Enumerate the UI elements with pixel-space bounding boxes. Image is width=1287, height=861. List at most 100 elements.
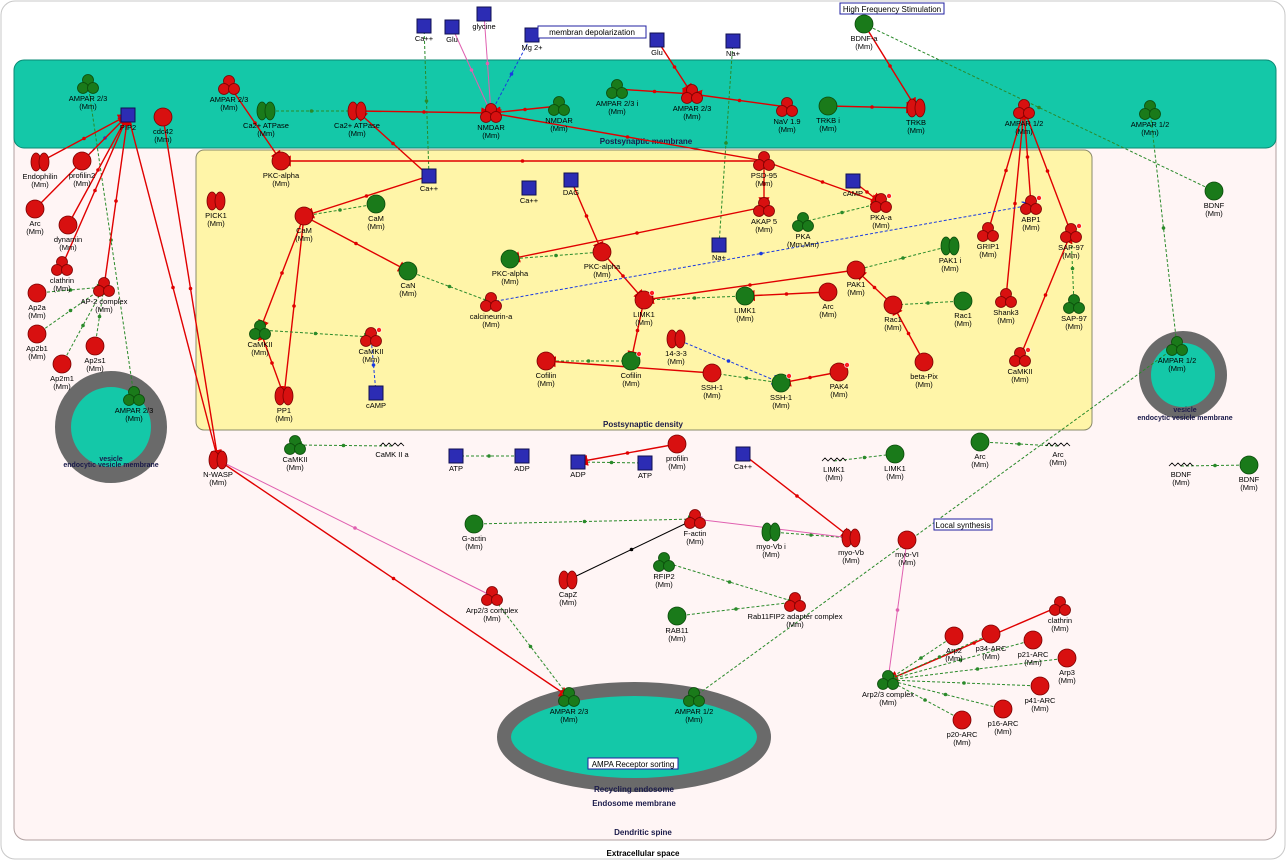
node-ampar23-r2[interactable]: AMPAR 2/3(Mm) xyxy=(673,84,712,122)
node-clathrin-r[interactable]: clathrin(Mm) xyxy=(1048,596,1072,634)
node-sap97-g[interactable]: SAP-97(Mm) xyxy=(1061,294,1087,332)
node-bdnf-mrna[interactable]: BDNF(Mm) xyxy=(1168,462,1194,487)
node-ssh1-r[interactable]: SSH-1(Mm) xyxy=(701,363,723,400)
node-camp2[interactable]: cAMP xyxy=(366,385,386,410)
node-p41arc[interactable]: p41-ARC(Mm) xyxy=(1025,676,1056,713)
node-adp2[interactable]: ADP xyxy=(570,454,586,479)
node-ca-psd[interactable]: Ca++ xyxy=(420,168,439,193)
node-glu2[interactable]: Glu xyxy=(649,32,665,57)
node-cdc42[interactable]: cdc42(Mm) xyxy=(153,107,173,144)
node-rab11[interactable]: RAB11(Mm) xyxy=(665,606,689,643)
node-ampar12-end[interactable]: AMPAR 1/2(Mm) xyxy=(675,687,714,725)
ampa-receptor-sorting-box[interactable]: AMPA Receptor sorting xyxy=(587,757,679,770)
node-nmdar-g[interactable]: NMDAR(Mm) xyxy=(545,96,573,134)
node-limk1-g[interactable]: LIMK1(Mm) xyxy=(734,286,756,323)
node-ampar12-g[interactable]: AMPAR 1/2(Mm) xyxy=(1131,100,1170,138)
node-ampar23-ves[interactable]: AMPAR 2/3(Mm) xyxy=(115,386,154,424)
node-adp1[interactable]: ADP xyxy=(514,448,530,473)
node-glycine[interactable]: glycine xyxy=(472,6,496,31)
node-atp1[interactable]: ATP xyxy=(448,448,464,473)
node-gactin[interactable]: G-actin(Mm) xyxy=(462,514,486,551)
membran-depolarization-box[interactable]: membran depolarization xyxy=(537,25,647,39)
node-pp1[interactable]: PP1(Mm) xyxy=(274,386,294,423)
node-can[interactable]: CaN(Mm) xyxy=(398,261,418,298)
node-ampar23-m[interactable]: AMPAR 2/3(Mm) xyxy=(69,74,108,112)
node-ampar23-end[interactable]: AMPAR 2/3(Mm) xyxy=(550,687,589,725)
node-ap2a[interactable]: Ap2a(Mm) xyxy=(27,283,47,320)
node-arp2[interactable]: Arp2(Mm) xyxy=(944,626,964,663)
node-limk1-r[interactable]: LIMK1(Mm) xyxy=(633,290,655,328)
node-dag[interactable]: DAG xyxy=(563,172,579,197)
node-arc-psd[interactable]: Arc(Mm) xyxy=(818,282,838,319)
node-pkca-r[interactable]: PKC-alpha(Mm) xyxy=(584,242,621,279)
node-myovi[interactable]: myo-VI(Mm) xyxy=(895,530,919,567)
node-pka[interactable]: PKA(Mm,Mm) xyxy=(787,212,820,250)
node-pip2[interactable]: PIP2 xyxy=(120,107,136,132)
node-pak4[interactable]: PAK4(Mm) xyxy=(829,362,850,400)
node-bdnf-r[interactable]: BDNF(Mm) xyxy=(1204,181,1225,218)
node-pick1[interactable]: PICK1(Mm) xyxy=(205,191,227,228)
node-arc-cyt[interactable]: Arc(Mm) xyxy=(970,432,990,469)
node-trkbi[interactable]: TRKB i(Mm) xyxy=(816,96,840,133)
node-akap5[interactable]: AKAP 5(Mm) xyxy=(751,197,777,235)
node-ap2complex[interactable]: AP-2 complex(Mm) xyxy=(81,277,128,315)
node-pkc-mem[interactable]: PKC-alpha(Mm) xyxy=(263,151,300,188)
node-camp1[interactable]: cAMP xyxy=(843,173,863,198)
node-grip1[interactable]: GRIP1(Mm) xyxy=(977,222,1000,260)
node-glu1[interactable]: Glu xyxy=(444,19,460,44)
node-nav19[interactable]: NaV 1.9(Mm) xyxy=(773,97,801,135)
node-camkii-g[interactable]: CaMKII(Mm) xyxy=(247,320,273,358)
node-arp23-r[interactable]: Arp2/3 complex(Mm) xyxy=(466,586,518,624)
node-nmdar-r[interactable]: NMDAR(Mm) xyxy=(477,103,505,141)
node-limk1-mrna[interactable]: LIMK1(Mm) xyxy=(821,457,847,482)
node-atp2[interactable]: ATP xyxy=(637,455,653,480)
node-cofilin-g[interactable]: Cofilin(Mm) xyxy=(621,351,642,389)
node-arp3[interactable]: Arp3(Mm) xyxy=(1057,648,1077,685)
node-ampar12-ves[interactable]: AMPAR 1/2(Mm) xyxy=(1158,336,1197,374)
node-dynamin[interactable]: dynamin(Mm) xyxy=(54,215,82,252)
node-ssh1-g[interactable]: SSH-1(Mm) xyxy=(770,373,792,411)
node-rac1-r[interactable]: Rac1(Mm) xyxy=(883,295,903,332)
node-ca-cyt[interactable]: Ca++ xyxy=(734,446,753,471)
node-ca2atp[interactable]: Ca2+ ATPase(Mm) xyxy=(334,101,380,138)
node-camkii-a[interactable]: CaMK II a xyxy=(375,442,410,459)
node-ca2atp-i[interactable]: Ca2+ ATPase(Mm) xyxy=(243,101,289,138)
node-shank3[interactable]: Shank3(Mm) xyxy=(993,288,1019,326)
node-ca-psd2[interactable]: Ca++ xyxy=(520,180,539,205)
node-ampar23-r[interactable]: AMPAR 2/3(Mm) xyxy=(210,75,249,113)
high-frequency-stimulation-box[interactable]: High Frequency Stimulation xyxy=(839,2,945,15)
node-p20arc[interactable]: p20-ARC(Mm) xyxy=(947,710,978,747)
node-pkca-g[interactable]: PKC-alpha(Mm) xyxy=(492,249,529,286)
node-calcineurin[interactable]: calcineurin-a(Mm) xyxy=(470,292,513,330)
node-na-psd[interactable]: Na+ xyxy=(711,237,727,262)
node-limk1-cyt[interactable]: LIMK1(Mm) xyxy=(884,444,906,481)
node-clathrin-l[interactable]: clathrin(Mm) xyxy=(50,256,74,294)
node-ap2s1[interactable]: Ap2s1(Mm) xyxy=(84,336,106,373)
node-rab11fip2[interactable]: Rab11FIP2 adapter complex(Mm) xyxy=(748,592,843,630)
node-ap2b1[interactable]: Ap2b1(Mm) xyxy=(26,324,48,361)
node-arc-mrna[interactable]: Arc(Mm) xyxy=(1045,442,1071,467)
node-ca-top[interactable]: Ca++ xyxy=(415,18,434,43)
node-ampar12-r[interactable]: AMPAR 1/2(Mm) xyxy=(1005,99,1044,137)
node-na-top[interactable]: Na+ xyxy=(725,33,741,58)
node-camkii-cyt[interactable]: CaMKII(Mm) xyxy=(282,435,308,473)
node-pak1[interactable]: PAK1(Mm) xyxy=(846,260,866,297)
node-trkb[interactable]: TRKB(Mm) xyxy=(906,98,926,135)
node-ap2m1[interactable]: Ap2m1(Mm) xyxy=(50,354,74,391)
node-arp23-g[interactable]: Arp2/3 complex(Mm) xyxy=(862,670,914,708)
node-myovb[interactable]: myo-Vb(Mm) xyxy=(838,528,864,565)
node-psd95[interactable]: PSD-95(Mm) xyxy=(751,151,777,189)
node-nwasp[interactable]: N-WASP(Mm) xyxy=(203,450,233,487)
local-synthesis-box[interactable]: Local synthesis xyxy=(933,518,993,531)
node-camkii-r2[interactable]: CaMKII(Mm) xyxy=(1007,347,1033,385)
node-cam-r[interactable]: CaM(Mm) xyxy=(294,206,314,243)
node-betapix[interactable]: beta-Pix(Mm) xyxy=(910,352,938,389)
node-pka-a[interactable]: PKA-a(Mm) xyxy=(870,193,893,231)
node-ampar23i[interactable]: AMPAR 2/3 i(Mm) xyxy=(596,79,639,117)
node-myovbi[interactable]: myo-Vb i(Mm) xyxy=(756,522,786,559)
node-sap97-r[interactable]: SAP-97(Mm) xyxy=(1058,223,1084,261)
node-p34arc[interactable]: p34-ARC(Mm) xyxy=(976,624,1007,661)
node-rac1-g[interactable]: Rac1(Mm) xyxy=(953,291,973,328)
node-capz[interactable]: CapZ(Mm) xyxy=(558,570,578,607)
node-p1433[interactable]: 14-3-3(Mm) xyxy=(665,329,687,366)
